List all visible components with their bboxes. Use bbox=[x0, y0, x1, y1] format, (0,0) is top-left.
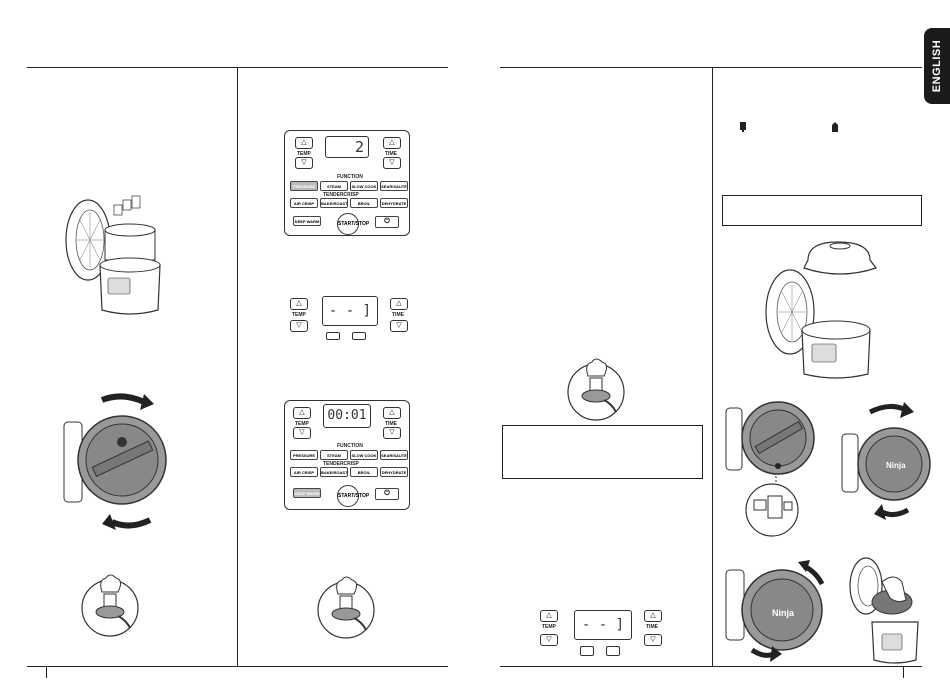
tendercrisp-label: TENDERCRISP bbox=[323, 192, 359, 198]
valve-open-icon bbox=[832, 122, 838, 132]
key-broil[interactable]: BROIL bbox=[350, 467, 378, 477]
temp-label: TEMP bbox=[297, 151, 311, 157]
time-label: TIME bbox=[385, 421, 397, 427]
key-pressure[interactable]: PRESSURE bbox=[290, 450, 318, 460]
temp-up-button[interactable]: △ bbox=[293, 407, 311, 419]
time-down-button[interactable]: ▽ bbox=[644, 634, 662, 646]
time-down-button[interactable]: ▽ bbox=[383, 157, 401, 169]
cooker-open-lid-illustration bbox=[765, 241, 877, 379]
dial-right-button[interactable] bbox=[606, 646, 620, 656]
temp-down-button[interactable]: ▽ bbox=[290, 320, 308, 332]
language-tab-label: ENGLISH bbox=[931, 39, 943, 93]
steam-valve-illustration-1 bbox=[81, 574, 139, 637]
control-panel-4: △ TEMP ▽ - - ] △ TIME ▽ bbox=[540, 606, 670, 666]
top-rule-right bbox=[500, 67, 922, 68]
display: 2 bbox=[325, 136, 369, 158]
steam-valve-illustration-2 bbox=[317, 576, 375, 639]
lid-brand-text-2: Ninja bbox=[772, 608, 795, 618]
temp-label: TEMP bbox=[542, 624, 556, 630]
time-up-button[interactable]: △ bbox=[644, 610, 662, 622]
time-label: TIME bbox=[646, 624, 658, 630]
temp-up-button[interactable]: △ bbox=[295, 137, 313, 149]
note-box-2 bbox=[722, 195, 922, 226]
lid-align-illustration bbox=[725, 401, 815, 475]
page-tick-left bbox=[46, 666, 47, 678]
display: - - ] bbox=[322, 296, 378, 326]
column-divider-right bbox=[712, 67, 713, 666]
key-air-crisp[interactable]: AIR CRISP bbox=[290, 198, 318, 208]
lid-rotate-illustration bbox=[63, 393, 167, 530]
pot-insert-illustration bbox=[849, 557, 919, 664]
display: 00:01 bbox=[323, 404, 371, 428]
start-stop-button[interactable]: START/STOP bbox=[337, 485, 369, 507]
time-up-button[interactable]: △ bbox=[390, 298, 408, 310]
power-button[interactable]: ⏻ bbox=[375, 216, 399, 228]
key-bake-roast[interactable]: BAKE/ROAST bbox=[320, 198, 348, 208]
control-panel-2: △ TEMP ▽ - - ] △ TIME ▽ bbox=[286, 294, 416, 344]
key-broil[interactable]: BROIL bbox=[350, 198, 378, 208]
time-label: TIME bbox=[385, 151, 397, 157]
control-panel-1: △ TEMP ▽ 2 △ TIME ▽ FUNCTION PRESSURE ST… bbox=[284, 130, 410, 236]
time-up-button[interactable]: △ bbox=[383, 407, 401, 419]
cooker-open-pot-illustration bbox=[65, 195, 161, 315]
key-keep-warm[interactable]: KEEP WARM bbox=[293, 488, 321, 498]
temp-label: TEMP bbox=[295, 421, 309, 427]
lid-brand-text: Ninja bbox=[886, 461, 906, 470]
bottom-rule-right bbox=[500, 666, 922, 667]
dial-right-button[interactable] bbox=[352, 332, 366, 340]
power-button[interactable]: ⏻ bbox=[375, 488, 399, 500]
tendercrisp-label: TENDERCRISP bbox=[323, 461, 359, 467]
function-header: FUNCTION bbox=[337, 174, 363, 180]
time-down-button[interactable]: ▽ bbox=[383, 427, 401, 439]
lid-zoom-illustration bbox=[745, 476, 799, 537]
key-slow-cook[interactable]: SLOW COOK bbox=[350, 450, 378, 460]
key-sear-saute[interactable]: SEAR/SAUTÉ bbox=[380, 181, 408, 191]
page-tick-right bbox=[903, 666, 904, 678]
temp-down-button[interactable]: ▽ bbox=[293, 427, 311, 439]
key-steam[interactable]: STEAM bbox=[320, 450, 348, 460]
temp-up-button[interactable]: △ bbox=[290, 298, 308, 310]
dial-left-button[interactable] bbox=[326, 332, 340, 340]
column-divider-left bbox=[237, 67, 238, 666]
key-dehydrate[interactable]: DEHYDRATE bbox=[380, 467, 408, 477]
bottom-rule-left bbox=[27, 666, 448, 667]
display: - - ] bbox=[574, 610, 632, 640]
dial-left-button[interactable] bbox=[580, 646, 594, 656]
temp-label: TEMP bbox=[292, 312, 306, 318]
key-sear-saute[interactable]: SEAR/SAUTÉ bbox=[380, 450, 408, 460]
valve-closed-icon bbox=[740, 122, 746, 132]
key-steam[interactable]: STEAM bbox=[320, 181, 348, 191]
temp-up-button[interactable]: △ bbox=[540, 610, 558, 622]
key-keep-warm[interactable]: KEEP WARM bbox=[293, 216, 321, 226]
control-panel-3: △ TEMP ▽ 00:01 △ TIME ▽ FUNCTION PRESSUR… bbox=[284, 400, 410, 510]
time-down-button[interactable]: ▽ bbox=[390, 320, 408, 332]
key-slow-cook[interactable]: SLOW COOK bbox=[350, 181, 378, 191]
temp-down-button[interactable]: ▽ bbox=[540, 634, 558, 646]
time-label: TIME bbox=[392, 312, 404, 318]
function-header: FUNCTION bbox=[337, 443, 363, 449]
key-air-crisp[interactable]: AIR CRISP bbox=[290, 467, 318, 477]
temp-down-button[interactable]: ▽ bbox=[295, 157, 313, 169]
key-bake-roast[interactable]: BAKE/ROAST bbox=[320, 467, 348, 477]
lid-rotate-illustration-3: Ninja bbox=[725, 560, 825, 662]
start-stop-button[interactable]: START/STOP bbox=[337, 213, 369, 235]
language-tab[interactable]: ENGLISH bbox=[924, 28, 950, 104]
key-pressure[interactable]: PRESSURE bbox=[290, 181, 318, 191]
key-dehydrate[interactable]: DEHYDRATE bbox=[380, 198, 408, 208]
note-box-1 bbox=[502, 425, 703, 479]
lid-rotate-illustration-2: Ninja bbox=[841, 402, 931, 520]
steam-valve-illustration-3 bbox=[567, 358, 625, 421]
time-up-button[interactable]: △ bbox=[383, 137, 401, 149]
